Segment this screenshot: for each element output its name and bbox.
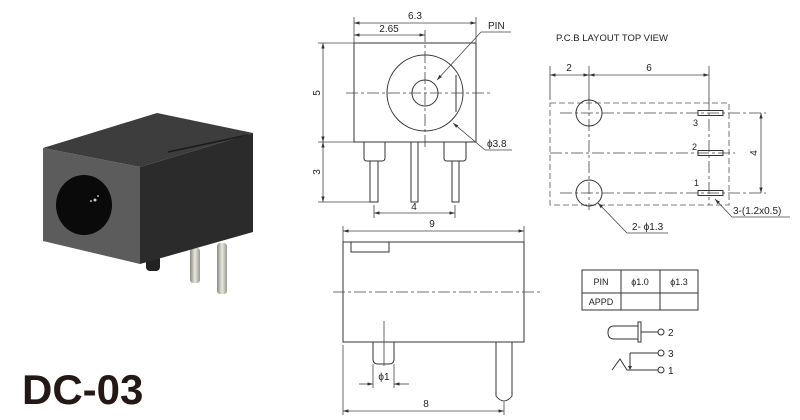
pin-slot (697, 190, 724, 196)
pin-table: PIN ϕ1.0 ϕ1.3 APPD (581, 269, 699, 311)
mount-hole (575, 99, 603, 127)
dim-center: 2.65 (379, 24, 399, 35)
pin-label: PIN (488, 21, 505, 32)
table-header: PIN (593, 277, 608, 287)
dim-pin-pitch: 4 (411, 202, 417, 213)
dim-diameter: ϕ3.8 (487, 139, 507, 150)
table-header: ϕ1.3 (670, 277, 688, 287)
pin-shoulder (363, 142, 386, 162)
model-title: DC-03 (22, 366, 143, 413)
product-photo (43, 113, 253, 294)
pin-number: 3 (693, 118, 698, 128)
pin-shoulder (443, 142, 467, 162)
pin-number: 1 (694, 178, 699, 188)
hole-note: 2- ϕ1.3 (632, 222, 664, 233)
pin-photo (217, 243, 227, 294)
dim-left: 2 (566, 63, 572, 74)
footprint-outline (549, 102, 730, 206)
pcb-title: P.C.B LAYOUT TOP VIEW (556, 33, 668, 44)
schematic-symbol: 2 3 1 (607, 321, 674, 377)
pin-photo (190, 248, 200, 283)
dim-pin-length: 3 (312, 169, 323, 175)
front-view: 6.3 2.65 5 3 4 PIN ϕ3.8 (312, 11, 512, 218)
jack-hole (56, 175, 112, 235)
side-pin-long (495, 342, 513, 402)
slot-note: 3-(1.2x0.5) (733, 206, 781, 217)
table-header: ϕ1.0 (631, 277, 649, 287)
dim-height: 5 (312, 90, 323, 96)
terminal-label: 2 (668, 328, 674, 339)
table-cell: APPD (589, 297, 614, 307)
side-view: 9 ϕ1 8 (333, 219, 540, 415)
pin (451, 160, 460, 203)
mount-hole (575, 179, 603, 207)
dim-pin-diameter: ϕ1 (378, 372, 390, 383)
pin-slot (697, 150, 724, 156)
dim-pitch: 4 (749, 150, 760, 156)
side-pin-short (372, 342, 395, 365)
dim-length: 9 (429, 219, 435, 230)
pin-slot (697, 110, 724, 116)
dim-span: 6 (646, 63, 652, 74)
pin-number: 2 (692, 142, 697, 152)
terminal-label: 3 (668, 349, 674, 360)
dim-width: 6.3 (408, 11, 422, 22)
side-tab (350, 241, 390, 253)
pin (369, 160, 379, 203)
terminal-label: 1 (668, 366, 674, 377)
dim-pin-span: 8 (423, 399, 429, 410)
pcb-layout: P.C.B LAYOUT TOP VIEW 2 6 3 2 1 4 2- ϕ1.… (549, 33, 790, 234)
pin (410, 141, 419, 203)
body-side-face (140, 133, 253, 264)
body-top-face (43, 113, 253, 167)
